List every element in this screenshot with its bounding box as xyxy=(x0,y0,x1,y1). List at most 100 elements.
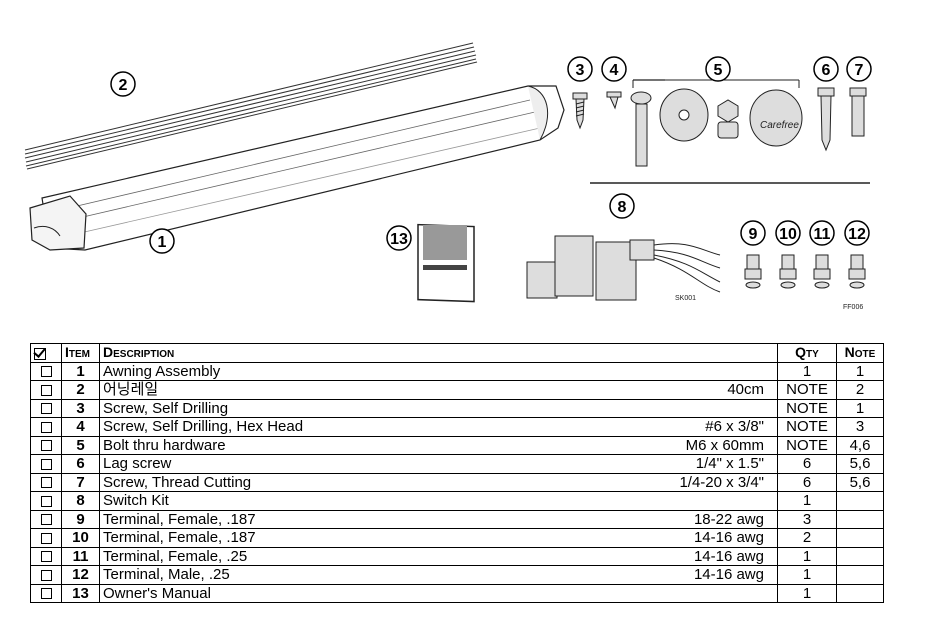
checked-box-icon xyxy=(34,347,46,360)
description-text: Terminal, Female, .25 xyxy=(103,547,248,565)
row-checkbox[interactable] xyxy=(30,417,62,437)
description-text: Lag screw xyxy=(103,455,172,473)
parts-diagram: Carefree SK001 FF006 1 2 3 4 5 6 7 8 9 xyxy=(24,42,872,311)
row-checkbox[interactable] xyxy=(30,361,62,381)
item-number: 4 xyxy=(61,417,100,437)
note-cell xyxy=(836,565,884,585)
checkbox-icon xyxy=(40,532,52,544)
callout-1: 1 xyxy=(149,228,175,254)
qty-cell: 1 xyxy=(777,583,837,603)
row-checkbox[interactable] xyxy=(30,528,62,548)
callout-6: 6 xyxy=(813,56,839,82)
row-checkbox[interactable] xyxy=(30,546,62,566)
terminal-illustration xyxy=(744,254,866,289)
note-cell: 4,6 xyxy=(836,435,884,455)
description-text: Terminal, Female, .187 xyxy=(103,529,256,547)
note-column-header: Note xyxy=(836,343,884,363)
item-number: 12 xyxy=(61,565,100,585)
bolt-hardware-illustration: Carefree xyxy=(630,79,803,167)
description-text: Terminal, Female, .187 xyxy=(103,510,256,528)
svg-text:2: 2 xyxy=(119,77,128,94)
note-cell xyxy=(836,583,884,603)
note-cell xyxy=(836,546,884,566)
svg-text:10: 10 xyxy=(779,226,797,243)
item-number: 1 xyxy=(61,361,100,381)
screw-illustration xyxy=(572,91,622,130)
row-checkbox[interactable] xyxy=(30,398,62,418)
item-number: 2 xyxy=(61,380,100,400)
row-checkbox[interactable] xyxy=(30,491,62,511)
row-checkbox[interactable] xyxy=(30,509,62,529)
qty-cell: 2 xyxy=(777,528,837,548)
row-checkbox[interactable] xyxy=(30,435,62,455)
description-column-header: Description xyxy=(99,343,778,363)
description-cell: Terminal, Female, .25 14-16 awg xyxy=(99,546,778,566)
callout-12: 12 xyxy=(844,220,870,246)
checkbox-icon xyxy=(40,440,52,452)
row-checkbox[interactable] xyxy=(30,454,62,474)
svg-text:9: 9 xyxy=(749,226,758,243)
row-checkbox[interactable] xyxy=(30,472,62,492)
svg-text:4: 4 xyxy=(610,62,619,79)
qty-cell: NOTE xyxy=(777,380,837,400)
callout-markers: 1 2 3 4 5 6 7 8 9 10 11 12 13 xyxy=(110,56,872,254)
qty-cell: NOTE xyxy=(777,417,837,437)
note-cell: 1 xyxy=(836,361,884,381)
note-cell xyxy=(836,509,884,529)
description-text: Terminal, Male, .25 xyxy=(103,566,230,584)
note-cell: 5,6 xyxy=(836,472,884,492)
row-checkbox[interactable] xyxy=(30,583,62,603)
callout-7: 7 xyxy=(846,56,872,82)
description-cell: Screw, Self Drilling xyxy=(99,398,778,418)
description-cell: Screw, Self Drilling, Hex Head#6 x 3/8" xyxy=(99,417,778,437)
callout-5: 5 xyxy=(705,56,731,82)
description-text: Switch Kit xyxy=(103,492,169,510)
spec-text: M6 x 60mm xyxy=(685,436,764,454)
table-header-row: Item Description Qty Note xyxy=(30,343,884,363)
qty-cell: 1 xyxy=(777,361,837,381)
description-text: 어닝레일 xyxy=(103,381,159,399)
lag-screw-illustration xyxy=(817,87,867,152)
item-number: 11 xyxy=(61,546,100,566)
svg-text:8: 8 xyxy=(618,199,627,216)
select-all-checkbox[interactable] xyxy=(30,343,62,363)
rail-illustration xyxy=(24,42,478,170)
awning-assembly-illustration xyxy=(29,85,565,251)
row-checkbox[interactable] xyxy=(30,565,62,585)
qty-cell: 6 xyxy=(777,472,837,492)
description-text: Screw, Self Drilling xyxy=(103,399,229,417)
spec-text: 14-16 awg xyxy=(693,547,764,565)
switch-kit-code: SK001 xyxy=(675,295,696,302)
note-cell: 2 xyxy=(836,380,884,400)
note-cell: 1 xyxy=(836,398,884,418)
figure-code: FF006 xyxy=(843,304,863,311)
checkbox-icon xyxy=(40,514,52,526)
callout-9: 9 xyxy=(740,220,766,246)
svg-text:13: 13 xyxy=(390,231,408,248)
qty-cell: 6 xyxy=(777,454,837,474)
owners-manual-illustration xyxy=(417,223,475,303)
callout-3: 3 xyxy=(567,56,593,82)
description-text: Screw, Self Drilling, Hex Head xyxy=(103,418,304,436)
checkbox-icon xyxy=(40,477,52,489)
row-checkbox[interactable] xyxy=(30,380,62,400)
svg-text:Carefree: Carefree xyxy=(760,120,799,131)
item-number: 6 xyxy=(61,454,100,474)
svg-text:7: 7 xyxy=(855,62,864,79)
item-number: 10 xyxy=(61,528,100,548)
